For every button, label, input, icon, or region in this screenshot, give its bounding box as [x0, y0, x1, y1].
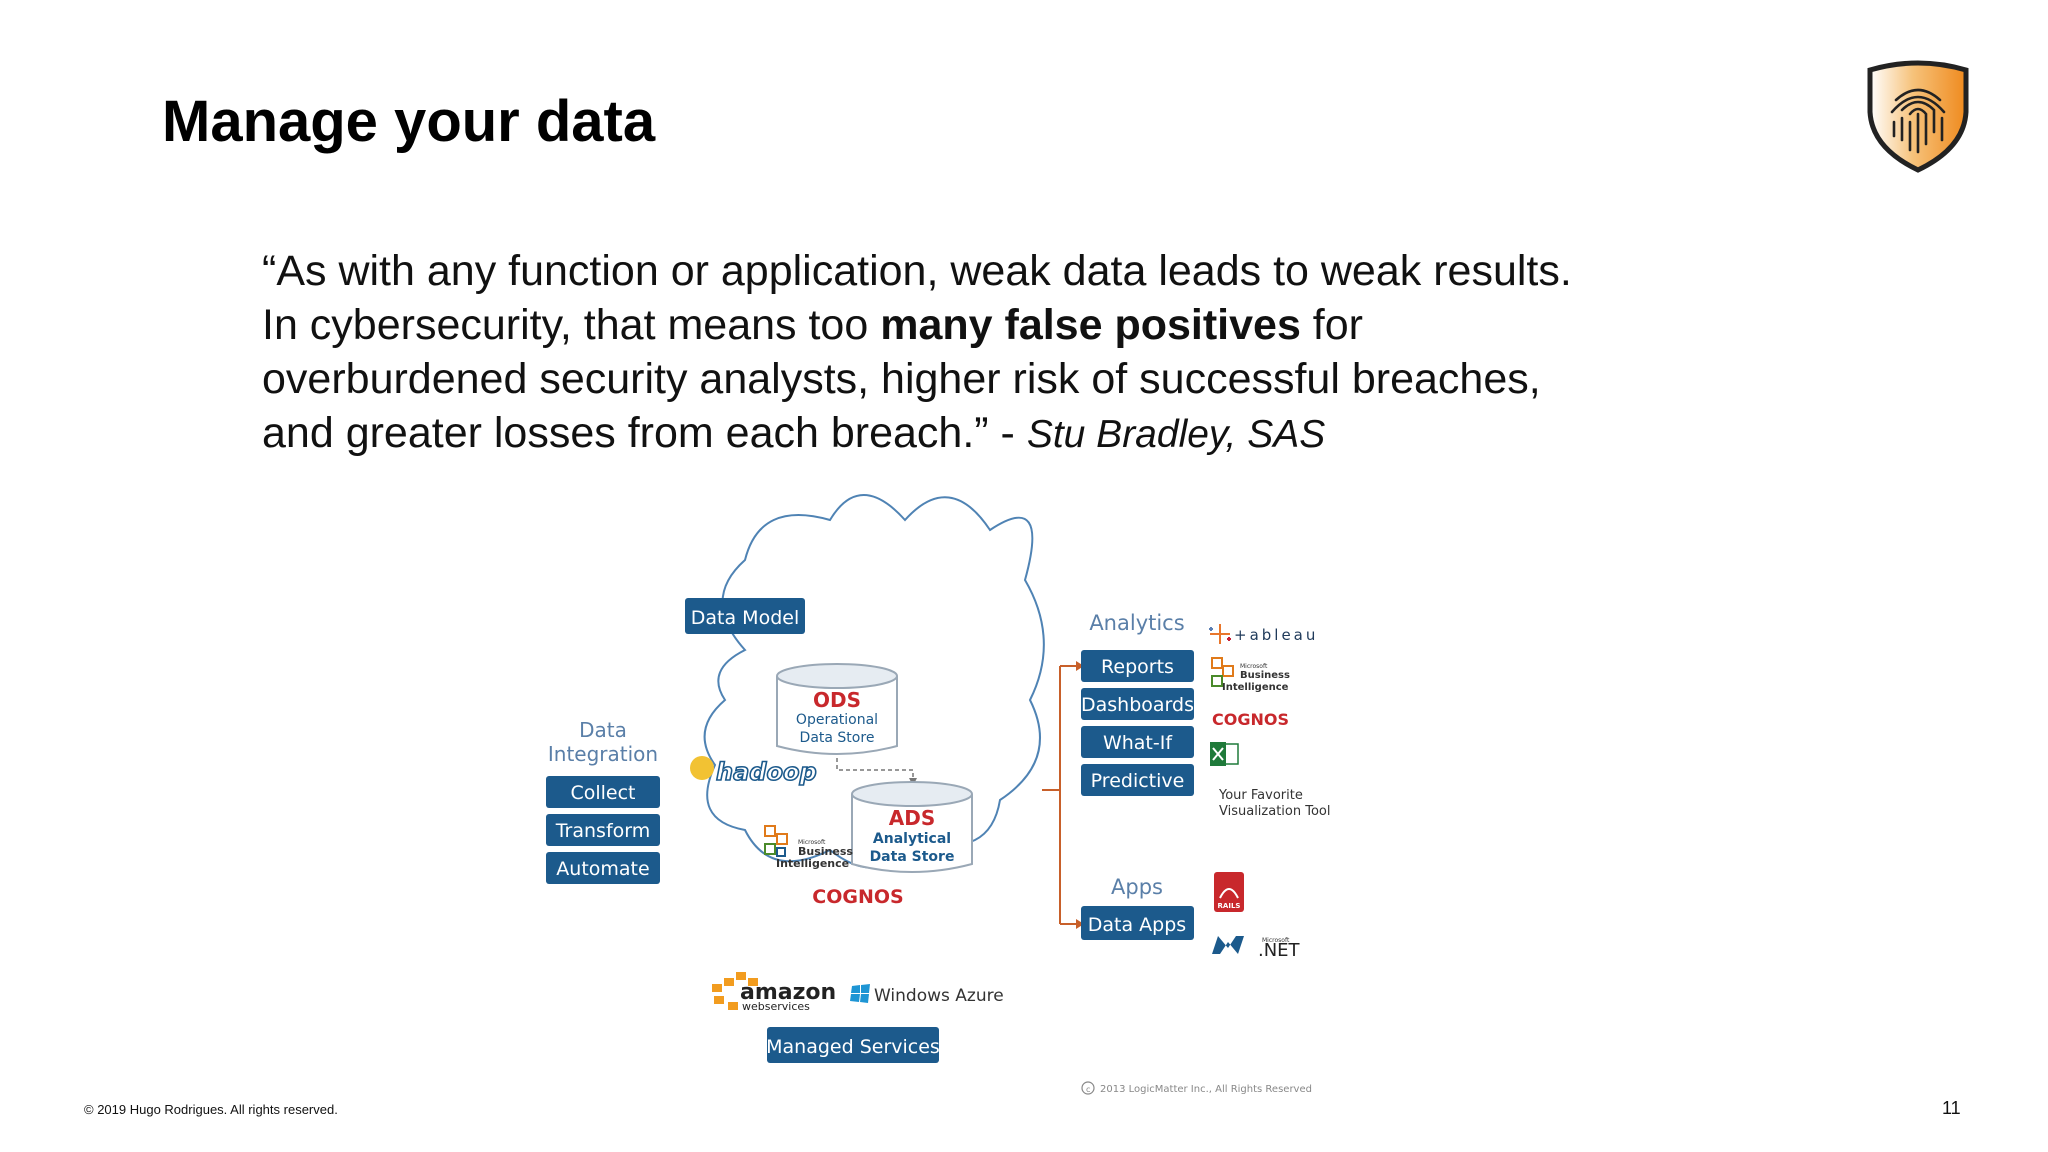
tableau-logo: +ableau	[1234, 626, 1318, 644]
dotnet-logo: .NET	[1258, 940, 1301, 961]
integration-automate-label: Automate	[556, 858, 649, 880]
ods-label: Data Store	[800, 730, 875, 746]
copyright-icon	[1081, 1081, 1095, 1095]
integration-collect-label: Collect	[570, 782, 635, 804]
amazon-sub-logo: webservices	[742, 1000, 810, 1013]
integration-transform-button[interactable]	[546, 814, 660, 846]
data-apps-label: Data Apps	[1088, 914, 1186, 936]
ads-database-icon	[851, 781, 973, 873]
diagram-copyright: 2013 LogicMatter Inc., All Rights Reserv…	[1100, 1084, 1312, 1095]
cognos-logo: COGNOS	[1212, 710, 1289, 729]
integration-title: Data	[579, 718, 627, 742]
data-model-button[interactable]	[685, 598, 805, 634]
dotnet-icon	[1212, 936, 1244, 954]
ods-database-icon	[776, 663, 898, 755]
quote-line: In cybersecurity, that means too many fa…	[262, 298, 1742, 352]
analytics-predictive-label: Predictive	[1091, 770, 1185, 792]
ads-label: Analytical	[873, 831, 951, 847]
managed-services-button[interactable]	[767, 1027, 939, 1063]
quote-attribution: Stu Bradley, SAS	[1026, 413, 1326, 456]
msbi-label: Business	[798, 845, 853, 858]
tableau-icon	[1209, 624, 1231, 644]
windows-azure-logo: Windows Azure	[874, 986, 1004, 1006]
cognos-logo: COGNOS	[812, 886, 903, 908]
integration-transform-label: Transform	[555, 820, 651, 842]
quote-line: “As with any function or application, we…	[262, 247, 1572, 295]
svg-text:c: c	[1086, 1085, 1090, 1094]
msbi-label: Business	[1240, 670, 1290, 681]
data-model-label: Data Model	[691, 607, 799, 629]
analytics-reports-label: Reports	[1101, 656, 1174, 678]
quote-text: for	[1300, 301, 1363, 349]
managed-services-label: Managed Services	[766, 1036, 940, 1058]
excel-icon	[1210, 742, 1239, 766]
integration-title: Integration	[548, 742, 658, 766]
quote-line: overburdened security analysts, higher r…	[262, 355, 1541, 403]
quote-line: and greater losses from each breach.” - …	[262, 406, 1742, 462]
analytics-what-if-label: What-If	[1103, 732, 1173, 754]
your-tool-label: Visualization Tool	[1219, 804, 1331, 819]
msbi-small-label: Microsoft	[1240, 663, 1268, 670]
rails-label: RAILS	[1218, 902, 1241, 910]
quote-block: “As with any function or application, we…	[262, 244, 1742, 462]
msbi-label: Intelligence	[776, 857, 849, 870]
ods-to-ads-connector	[836, 758, 914, 782]
ads-label: Data Store	[870, 849, 955, 865]
rails-icon	[1214, 872, 1244, 912]
analytics-what-if-button[interactable]	[1081, 726, 1194, 758]
amazon-web-services-icon	[712, 972, 758, 1010]
analytics-dashboards-label: Dashboards	[1081, 694, 1194, 716]
analytics-connector	[1042, 665, 1078, 925]
data-apps-button[interactable]	[1081, 906, 1194, 940]
analytics-dashboards-button[interactable]	[1081, 688, 1194, 720]
integration-automate-button[interactable]	[546, 852, 660, 884]
page-number: 11	[1942, 1098, 1961, 1118]
quote-text: and greater losses from each breach.” -	[262, 409, 1027, 457]
integration-collect-button[interactable]	[546, 776, 660, 808]
quote-text: In cybersecurity, that means too	[262, 301, 881, 349]
amazon-logo: amazon	[740, 980, 836, 1005]
ads-title: ADS	[889, 806, 935, 830]
analytics-predictive-button[interactable]	[1081, 764, 1194, 796]
microsoft-bi-icon	[764, 825, 788, 857]
ods-title: ODS	[813, 688, 861, 712]
fingerprint-shield-icon	[1867, 60, 1969, 173]
analytics-title: Analytics	[1089, 611, 1184, 635]
dotnet-small-label: Microsoft	[1262, 937, 1290, 944]
hadoop-elephant-icon	[690, 756, 714, 780]
analytics-reports-button[interactable]	[1081, 650, 1194, 682]
msbi-small-label: Microsoft	[798, 839, 826, 846]
footer-copyright: © 2019 Hugo Rodrigues. All rights reserv…	[84, 1102, 338, 1117]
ods-label: Operational	[796, 712, 878, 728]
microsoft-bi-icon	[1211, 657, 1234, 687]
quote-emphasis: many false positives	[880, 301, 1301, 349]
windows-azure-icon	[850, 984, 870, 1003]
your-tool-label: Your Favorite	[1218, 788, 1303, 803]
apps-title: Apps	[1111, 875, 1163, 899]
msbi-label: Intelligence	[1222, 682, 1289, 693]
hadoop-logo: hadoop	[716, 758, 817, 786]
slide-title: Manage your data	[162, 89, 656, 154]
